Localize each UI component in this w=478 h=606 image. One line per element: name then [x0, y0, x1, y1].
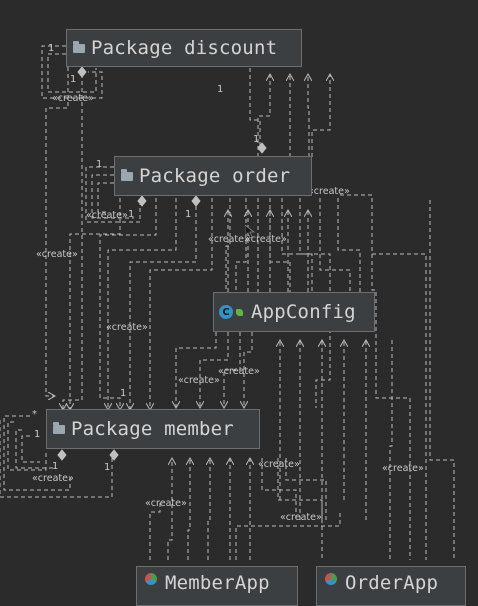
- app-icon: [325, 573, 337, 585]
- multiplicity-one: 1: [48, 43, 54, 54]
- create-label: «create»: [178, 375, 220, 386]
- member-app-node[interactable]: MemberApp: [136, 566, 298, 606]
- multiplicity-one: 1: [217, 84, 223, 95]
- folder-icon: [73, 40, 85, 53]
- order-app-node[interactable]: OrderApp: [316, 566, 466, 606]
- multiplicity-one: 1: [52, 461, 58, 472]
- multiplicity-one: 1: [120, 388, 126, 399]
- spring-leaf-icon: [236, 308, 243, 316]
- multiplicity-labels: 1 1 1 1 1 1 1 1 * 1 1 1: [32, 43, 259, 473]
- multiplicity-one: 1: [70, 74, 76, 85]
- create-labels: «create» «create» «create» «create» «cre…: [32, 93, 424, 523]
- create-label: «create»: [208, 234, 250, 245]
- node-label: Package member: [71, 418, 234, 440]
- create-label: «create»: [36, 249, 78, 260]
- multiplicity-markers: [57, 66, 267, 461]
- class-icon: C: [219, 305, 233, 319]
- app-icon: [145, 573, 157, 585]
- multiplicity-one: 1: [34, 429, 40, 440]
- multiplicity-star: *: [32, 409, 37, 420]
- create-label: «create»: [382, 463, 424, 474]
- package-member-node[interactable]: Package member: [46, 409, 260, 449]
- node-label: OrderApp: [345, 572, 439, 594]
- package-order-node[interactable]: Package order: [114, 156, 312, 196]
- multiplicity-one: 1: [128, 209, 134, 220]
- mouse-cursor-icon: [245, 225, 255, 239]
- create-label: «create»: [218, 366, 260, 377]
- multiplicity-one: 1: [96, 159, 102, 170]
- multiplicity-one: 1: [185, 209, 191, 220]
- folder-icon: [53, 421, 65, 434]
- multiplicity-one: 1: [253, 134, 259, 145]
- create-label: «create»: [32, 473, 74, 484]
- create-label: «create»: [86, 210, 128, 221]
- node-label: MemberApp: [165, 572, 270, 594]
- create-label: «create»: [52, 93, 94, 104]
- multiplicity-one: 1: [104, 462, 110, 473]
- create-label: «create»: [106, 322, 148, 333]
- create-label: «create»: [258, 459, 300, 470]
- create-label: «create»: [280, 512, 322, 523]
- node-label: Package discount: [91, 37, 278, 59]
- appconfig-class-node[interactable]: C AppConfig: [213, 292, 375, 332]
- create-label: «create»: [245, 234, 287, 245]
- package-discount-node[interactable]: Package discount: [66, 29, 302, 67]
- create-label: «create»: [145, 498, 187, 509]
- node-label: AppConfig: [251, 301, 356, 323]
- create-label: «create»: [308, 186, 350, 197]
- node-label: Package order: [139, 165, 291, 187]
- folder-icon: [121, 168, 133, 181]
